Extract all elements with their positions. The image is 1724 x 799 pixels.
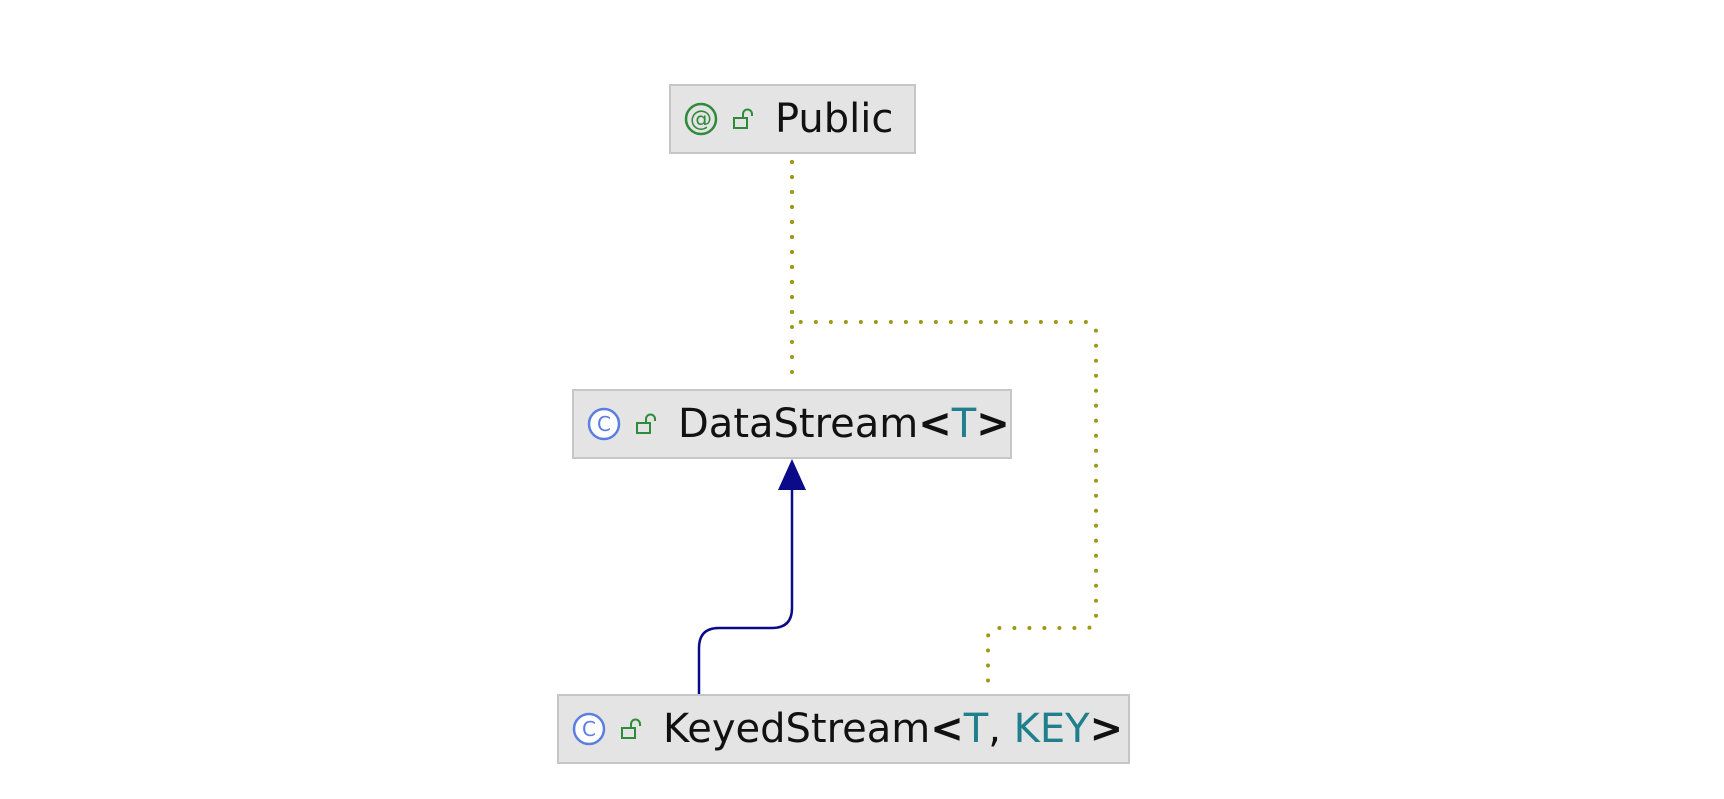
svg-text:C: C <box>582 717 596 741</box>
annotation-icon: @ <box>683 101 719 137</box>
type-param-open: < <box>918 401 952 447</box>
type-param-close: > <box>1089 706 1124 752</box>
node-keyedstream[interactable]: C KeyedStream<T, KEY> <box>557 694 1130 764</box>
inheritance-arrowhead <box>778 459 806 490</box>
node-datastream-name: DataStream <box>678 401 919 447</box>
class-icon: C <box>571 711 607 747</box>
type-param-open: < <box>930 706 964 752</box>
node-datastream[interactable]: C DataStream<T> <box>572 389 1012 459</box>
node-public[interactable]: @ Public <box>669 84 916 154</box>
unlocked-public-icon <box>634 411 660 437</box>
edge-keyedstream-extends-datastream <box>697 488 794 695</box>
type-param: T <box>951 401 977 447</box>
type-param-separator: , <box>988 706 1014 752</box>
node-keyedstream-name: KeyedStream <box>663 706 931 752</box>
node-keyedstream-label: KeyedStream<T, KEY> <box>663 709 1123 749</box>
node-public-name: Public <box>775 96 894 142</box>
svg-text:@: @ <box>690 107 712 132</box>
node-datastream-label: DataStream<T> <box>678 404 1010 444</box>
unlocked-public-icon <box>619 716 645 742</box>
class-icon: C <box>586 406 622 442</box>
unlocked-public-icon <box>731 106 757 132</box>
type-param-close: > <box>976 401 1010 447</box>
type-param: T <box>963 706 989 752</box>
type-param: KEY <box>1013 706 1090 752</box>
svg-text:C: C <box>597 412 611 436</box>
